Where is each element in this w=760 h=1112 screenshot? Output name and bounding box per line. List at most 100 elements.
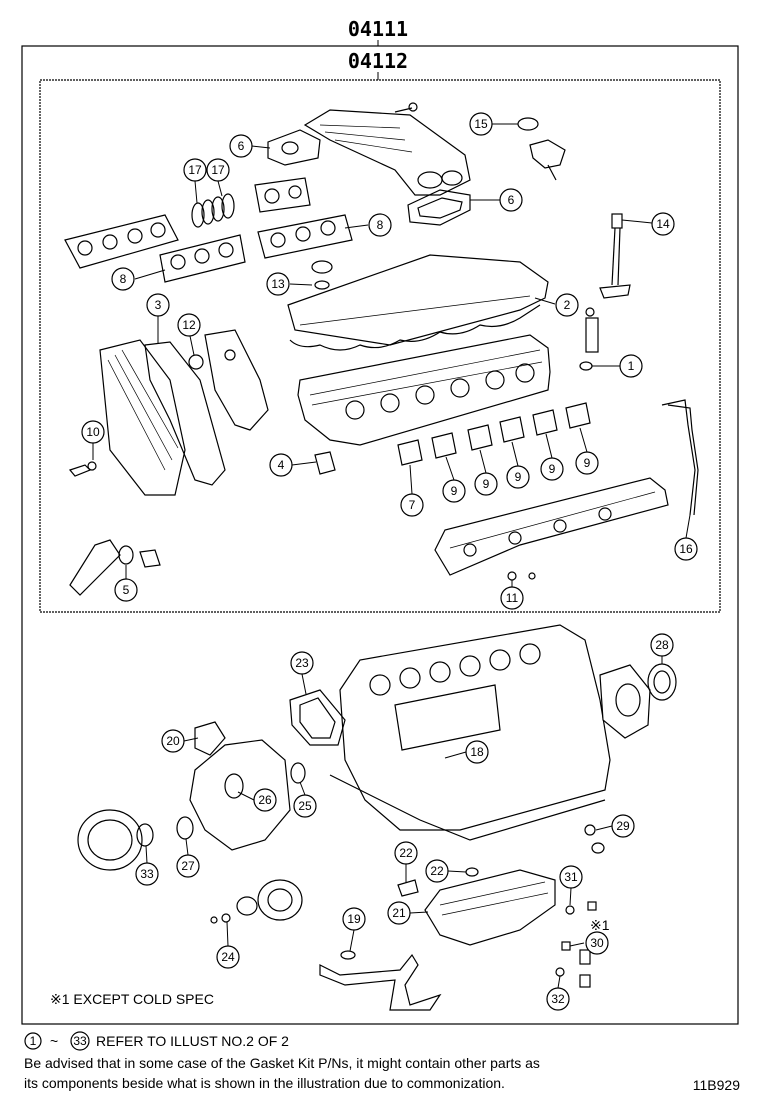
- svg-text:6: 6: [508, 193, 515, 207]
- callout-13: 13: [266, 272, 290, 296]
- svg-text:2: 2: [564, 298, 571, 312]
- cap-13: [311, 260, 333, 274]
- svg-text:15: 15: [474, 117, 488, 131]
- callout-7: 7: [400, 493, 424, 517]
- callout-17b: 17: [206, 158, 230, 182]
- callout-22b: 22: [425, 859, 449, 883]
- water-pump-gasket: [289, 689, 346, 746]
- svg-text:24: 24: [221, 950, 235, 964]
- oil-strainer: [319, 953, 442, 1011]
- throttle-flange: [529, 139, 566, 169]
- svg-text:3: 3: [155, 298, 162, 312]
- svg-text:17: 17: [211, 163, 225, 177]
- drive-gear: [257, 879, 303, 921]
- callout-26: 26: [253, 788, 277, 812]
- callout-1: 1: [619, 354, 643, 378]
- callout-19: 19: [342, 907, 366, 931]
- svg-text:33: 33: [140, 867, 154, 881]
- callout-25: 25: [293, 794, 317, 818]
- intake-gasket-top: [267, 129, 321, 166]
- gasket-30: [561, 941, 571, 951]
- inner-note: ※1 EXCEPT COLD SPEC: [50, 991, 214, 1007]
- callout-2: 2: [555, 293, 579, 317]
- washer-24: [221, 913, 231, 923]
- nut-11: [507, 571, 517, 581]
- svg-text:26: 26: [258, 793, 272, 807]
- seal-5: [118, 545, 134, 565]
- svg-text:16: 16: [679, 542, 693, 556]
- intake-duct: [303, 102, 471, 196]
- rings-17: [191, 193, 235, 228]
- callout-15: 15: [469, 112, 493, 136]
- illustration-id: 11B929: [693, 1077, 740, 1093]
- callout-5: 5: [114, 578, 138, 602]
- callout-30: 30: [585, 931, 609, 955]
- oil-seal-26: [224, 773, 244, 799]
- leader-lines: [92, 123, 691, 989]
- svg-text:23: 23: [295, 656, 309, 670]
- svg-text:10: 10: [86, 425, 100, 439]
- callout-32: 32: [546, 987, 570, 1011]
- callout-23: 23: [290, 651, 314, 675]
- svg-text:1: 1: [628, 359, 635, 373]
- svg-text:22: 22: [399, 846, 413, 860]
- svg-text:5: 5: [123, 583, 130, 597]
- svg-text:32: 32: [551, 992, 565, 1006]
- svg-text:21: 21: [392, 906, 406, 920]
- range-end-badge: 33: [70, 1031, 90, 1051]
- svg-text:27: 27: [181, 859, 195, 873]
- water-pipe-16: [661, 399, 696, 516]
- callout-16: 16: [674, 537, 698, 561]
- callout-9d: 9: [540, 457, 564, 481]
- svg-text:14: 14: [656, 217, 670, 231]
- svg-text:6: 6: [238, 139, 245, 153]
- svg-text:8: 8: [120, 272, 127, 286]
- plug-29: [584, 824, 596, 836]
- callout-10: 10: [81, 420, 105, 444]
- callout-22a: 22: [394, 841, 418, 865]
- callout-6b: 6: [499, 188, 523, 212]
- svg-text:22: 22: [430, 864, 444, 878]
- callout-33: 33: [135, 862, 159, 886]
- callout-9e: 9: [575, 451, 599, 475]
- callout-31: 31: [559, 865, 583, 889]
- svg-text:17: 17: [188, 163, 202, 177]
- gasket-19: [340, 950, 356, 960]
- svg-text:8: 8: [377, 218, 384, 232]
- exhaust-manifold: [434, 477, 669, 576]
- timing-belt-cover: [99, 329, 269, 496]
- svg-text:20: 20: [166, 734, 180, 748]
- crank-pulley: [77, 809, 143, 871]
- callout-12: 12: [177, 313, 201, 337]
- svg-text:9: 9: [515, 470, 522, 484]
- intake-gasket-right: [407, 189, 471, 226]
- svg-text:4: 4: [278, 458, 285, 472]
- exhaust-port-gaskets: [397, 402, 591, 466]
- gasket-31: [565, 905, 575, 915]
- outer-kit-code: 04111: [348, 17, 408, 41]
- range-start-badge: 1: [24, 1032, 42, 1050]
- svg-text:18: 18: [470, 745, 484, 759]
- callout-18: 18: [465, 740, 489, 764]
- gasket-22b: [465, 867, 479, 877]
- gasket-32: [555, 967, 565, 977]
- svg-text:9: 9: [584, 456, 591, 470]
- svg-text:33: 33: [73, 1034, 87, 1048]
- svg-text:28: 28: [655, 638, 669, 652]
- cylinder-head: [297, 334, 551, 446]
- advisory-line-2: its components beside what is shown in t…: [24, 1075, 505, 1091]
- callout-9c: 9: [506, 465, 530, 489]
- callout-8b: 8: [368, 213, 392, 237]
- range-separator: ~: [50, 1033, 58, 1049]
- svg-text:19: 19: [347, 912, 361, 926]
- o-ring-25: [290, 762, 306, 784]
- seal-33: [136, 823, 154, 847]
- svg-text:31: 31: [564, 870, 578, 884]
- bolt-10: [68, 464, 92, 477]
- callout-3: 3: [146, 293, 170, 317]
- callout-17a: 17: [183, 158, 207, 182]
- svg-text:9: 9: [483, 477, 490, 491]
- svg-text:30: 30: [590, 936, 604, 950]
- svg-text:7: 7: [409, 498, 416, 512]
- svg-text:12: 12: [182, 318, 196, 332]
